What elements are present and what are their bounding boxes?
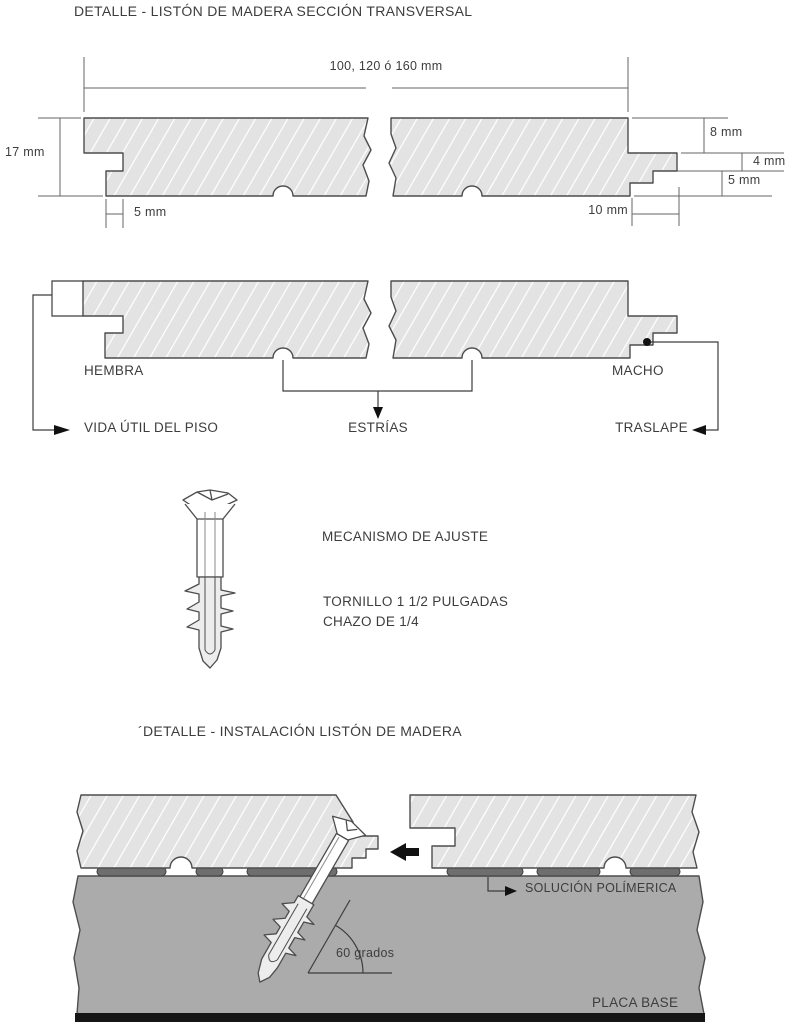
mecanismo-label: MECANISMO DE AJUSTE <box>322 529 489 544</box>
anchor-body <box>184 576 236 669</box>
traslape-dot <box>643 338 651 346</box>
board-left-piece <box>83 117 372 197</box>
tornillo-label: TORNILLO 1 1/2 PULGADAS <box>323 594 509 609</box>
traslape-arrowhead-icon <box>692 425 706 435</box>
dim-thickness-lines <box>38 117 103 197</box>
dim-tongue-label: 4 mm <box>753 154 785 168</box>
board-left-piece <box>82 280 372 359</box>
traslape-leader <box>651 341 719 431</box>
screw-shaft <box>196 518 224 578</box>
solucion-label: SOLUCIÓN POLÍMERICA <box>525 881 677 895</box>
installed-screw <box>257 815 367 983</box>
anchor-inner-shaft <box>204 577 216 655</box>
dim-groove-offset-lines <box>105 199 124 228</box>
solucion-arrowhead-icon <box>505 886 517 896</box>
installation-title: ´DETALLE - INSTALACIÓN LISTÓN DE MADERA <box>138 723 462 739</box>
vida-util-bracket <box>51 280 83 317</box>
solucion-leader <box>487 877 505 892</box>
traslape-label: TRASLAPE <box>615 420 688 435</box>
base-plate <box>72 875 706 1015</box>
hembra-label: HEMBRA <box>84 363 144 378</box>
dim-tongue-lines <box>657 153 784 172</box>
vida-util-arrowhead-icon <box>54 425 70 435</box>
board-right-piece <box>388 117 678 197</box>
placa-base-label: PLACA BASE <box>592 995 679 1010</box>
screw-head-slot <box>345 820 358 832</box>
estrias-label: ESTRÍAS <box>348 420 408 435</box>
screw-head-slot <box>196 489 229 501</box>
vida-util-label: VIDA ÚTIL DEL PISO <box>84 420 219 435</box>
screw-shaft-lines <box>204 512 216 577</box>
dimension-lines <box>38 57 784 228</box>
cross-section-title: DETALLE - LISTÓN DE MADERA SECCIÓN TRANS… <box>74 3 473 19</box>
anchor-body <box>257 895 315 983</box>
screw-shaft-line <box>300 836 340 903</box>
dim-tongue-length-lines <box>631 187 680 226</box>
installed-board-left <box>76 794 379 869</box>
dim-bottom-lip-label: 5 mm <box>728 173 761 187</box>
dim-top-lip-label: 8 mm <box>710 125 743 139</box>
macho-label: MACHO <box>612 363 664 378</box>
hembra-macho-diagram <box>32 280 719 435</box>
dim-top-lip-lines <box>632 117 784 154</box>
installed-board-right <box>409 794 700 869</box>
board-right-piece <box>388 280 678 359</box>
dim-bottom-lip-lines <box>634 171 772 197</box>
dim-thickness-label: 17 mm <box>5 145 45 159</box>
dim-width-label: 100, 120 ó 160 mm <box>329 59 443 73</box>
screw-anchor-drawing <box>182 489 238 669</box>
vida-util-leader <box>32 294 54 431</box>
slide-direction-arrow-icon <box>390 843 419 861</box>
angle-lines <box>307 899 392 974</box>
estrias-bracket <box>282 360 473 407</box>
dim-groove-offset-label: 5 mm <box>134 205 167 219</box>
installation-diagram <box>72 794 706 1022</box>
estrias-arrowhead-icon <box>373 407 383 419</box>
cross-section-diagram <box>38 57 784 228</box>
angle-label: 60 grados <box>336 946 395 960</box>
dim-width-lines <box>83 57 629 112</box>
anchor-inner-shaft <box>268 903 308 963</box>
angle-arc <box>335 924 364 974</box>
dim-tongue-length-label: 10 mm <box>588 203 628 217</box>
chazo-label: CHAZO DE 1/4 <box>323 614 419 629</box>
callout-lines <box>32 280 719 431</box>
base-bottom-bar <box>75 1013 705 1022</box>
screw-head <box>331 815 367 841</box>
angle-annotation <box>307 899 392 974</box>
